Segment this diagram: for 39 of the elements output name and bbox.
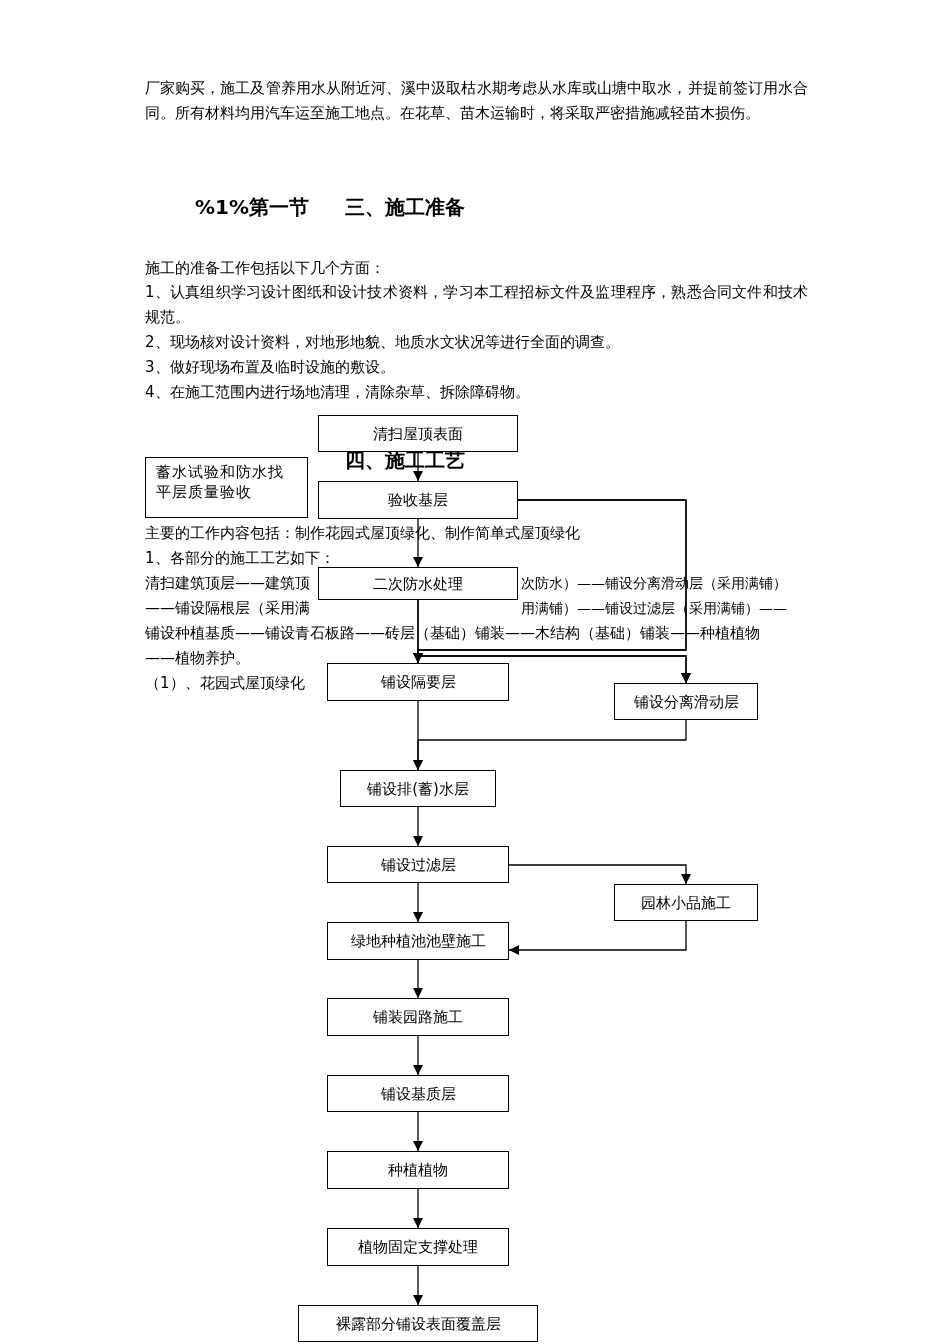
body-text: ——铺设隔根层（采用满 — [145, 598, 311, 619]
body-text: 2、现场核对设计资料，对地形地貌、地质水文状况等进行全面的调查。 — [145, 332, 621, 353]
arrow — [508, 920, 687, 955]
body-text: 4、在施工范围内进行场地清理，清除杂草、拆除障碍物。 — [145, 382, 531, 403]
process-box: 二次防水处理 — [318, 567, 518, 600]
process-box: 裸露部分铺设表面覆盖层 — [298, 1305, 538, 1342]
process-box: 铺设排(蓄)水层 — [340, 770, 496, 807]
arrow — [413, 719, 687, 771]
arrow — [413, 959, 423, 999]
section-heading: %1%第一节 — [195, 195, 310, 220]
arrow — [508, 864, 691, 885]
arrow — [413, 1188, 423, 1229]
arrow — [413, 1265, 423, 1306]
arrow — [413, 1111, 423, 1152]
body-text: 1、认真组织学习设计图纸和设计技术资料，学习本工程招标文件及监理程序，熟悉合同文件和技术规范。 — [145, 282, 808, 328]
process-box: 铺设基质层 — [327, 1075, 509, 1112]
process-box: 绿地种植池池壁施工 — [327, 922, 509, 960]
process-box: 验收基层 — [318, 481, 518, 519]
arrow — [413, 882, 423, 923]
body-text: 厂家购买，施工及管养用水从附近河、溪中汲取枯水期考虑从水库或山塘中取水，并提前签订用水合同。所有材料均用汽车运至施工地点。在花草、苗木运输时，将采取严密措施减轻苗木损伤。 — [145, 78, 808, 124]
body-text: 施工的准备工作包括以下几个方面： — [145, 258, 386, 279]
process-box: 种植植物 — [327, 1151, 509, 1189]
process-box: 铺装园路施工 — [327, 998, 509, 1036]
body-text: 1、各部分的施工工艺如下： — [145, 548, 336, 569]
body-text: 3、做好现场布置及临时设施的敷设。 — [145, 357, 396, 378]
arrow — [413, 806, 423, 847]
section-heading: 三、施工准备 — [345, 195, 466, 220]
process-box: 园林小品施工 — [614, 884, 758, 921]
process-box: 铺设隔要层 — [327, 663, 509, 701]
body-text: ——植物养护。 — [145, 648, 251, 669]
process-box: 铺设过滤层 — [327, 846, 509, 883]
body-text: 清扫建筑顶层——建筑顶 — [145, 573, 311, 594]
process-box: 蓄水试验和防水找平层质量验收 — [145, 457, 308, 518]
arrow — [413, 1035, 423, 1076]
process-box: 植物固定支撑处理 — [327, 1228, 509, 1266]
process-box: 铺设分离滑动层 — [614, 683, 758, 720]
body-text: （1）、花园式屋顶绿化 — [145, 673, 306, 694]
process-box: 清扫屋顶表面 — [318, 415, 518, 452]
body-text: 用满铺）——铺设过滤层（采用满铺）—— — [521, 599, 788, 618]
